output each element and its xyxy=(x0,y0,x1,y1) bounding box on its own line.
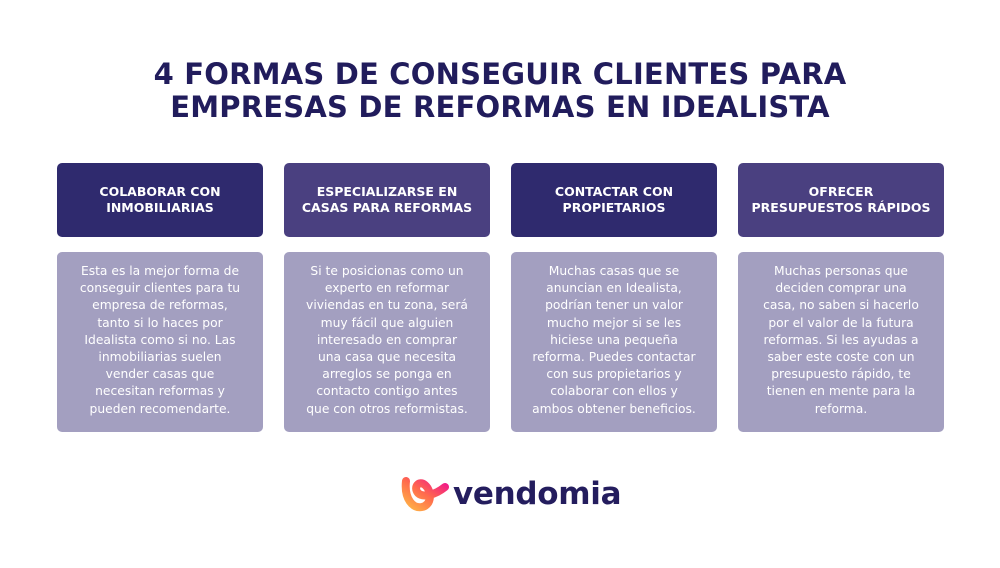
card-body: Esta es la mejor forma de conseguir clie… xyxy=(57,252,263,432)
card-body-line: Idealista como si no. Las xyxy=(84,332,236,347)
card-body-line: reforma. xyxy=(814,401,868,416)
card-body-line: con sus propietarios y xyxy=(546,367,682,382)
card-body-line: pueden recomendarte. xyxy=(89,401,231,416)
card-body-line: que con otros reformistas. xyxy=(306,401,468,416)
card-header-line: OFRECER xyxy=(808,184,874,199)
vendomia-logo: vendomia xyxy=(399,466,622,516)
card-especializarse-casas: ESPECIALIZARSE EN CASAS PARA REFORMAS Si… xyxy=(284,163,490,432)
card-body-line: experto en reformar xyxy=(324,281,450,296)
card-body: Muchas casas que se anuncian en Idealist… xyxy=(511,252,717,432)
card-body-line: podrían tener un valor xyxy=(545,298,683,313)
page-title: 4 FORMAS DE CONSEGUIR CLIENTES PARA EMPR… xyxy=(0,58,1000,124)
card-header: OFRECER PRESUPUESTOS RÁPIDOS xyxy=(738,163,944,237)
card-body-line: tanto si lo haces por xyxy=(97,315,223,330)
card-body-line: Muchas personas que xyxy=(774,264,908,278)
card-body: Si te posicionas como un experto en refo… xyxy=(284,252,490,432)
card-body-line: necesitan reformas y xyxy=(95,384,225,399)
card-header-line: ESPECIALIZARSE EN xyxy=(316,184,458,199)
card-body-line: ambos obtener beneficios. xyxy=(532,401,696,416)
card-header-line: INMOBILIARIAS xyxy=(106,200,214,215)
title-line-1: 4 FORMAS DE CONSEGUIR CLIENTES PARA xyxy=(153,57,847,91)
card-body-line: mucho mejor si se les xyxy=(546,315,682,330)
title-line-2: EMPRESAS DE REFORMAS EN IDEALISTA xyxy=(170,90,830,124)
card-body-line: viviendas en tu zona, será xyxy=(306,298,468,313)
card-body-line: reformas. Si les ayudas a xyxy=(763,332,919,347)
card-body-line: colaborar con ellos y xyxy=(550,384,678,399)
card-body-line: anuncian en Idealista, xyxy=(546,281,682,296)
card-colaborar-inmobiliarias: COLABORAR CON INMOBILIARIAS Esta es la m… xyxy=(57,163,263,432)
card-header-line: CASAS PARA REFORMAS xyxy=(301,200,473,215)
card-body-line: interesado en comprar xyxy=(316,332,458,347)
card-body-line: hiciese una pequeña xyxy=(550,332,678,347)
card-contactar-propietarios: CONTACTAR CON PROPIETARIOS Muchas casas … xyxy=(511,163,717,432)
card-header-line: CONTACTAR CON xyxy=(554,184,674,199)
card-body-line: deciden comprar una xyxy=(775,281,907,296)
card-body-line: Muchas casas que se xyxy=(548,264,680,278)
card-body-line: vender casas que xyxy=(105,367,215,382)
card-body-line: reforma. Puedes contactar xyxy=(532,350,696,365)
card-header: COLABORAR CON INMOBILIARIAS xyxy=(57,163,263,237)
vendomia-swirl-icon xyxy=(399,469,449,513)
card-body-line: conseguir clientes para tu xyxy=(79,281,241,296)
card-body-line: presupuesto rápido, te xyxy=(771,367,911,382)
card-ofrecer-presupuestos: OFRECER PRESUPUESTOS RÁPIDOS Muchas pers… xyxy=(738,163,944,432)
card-body-line: contacto contigo antes xyxy=(316,384,458,399)
card-body-line: Si te posicionas como un xyxy=(310,264,464,278)
card-body-line: saber este coste con un xyxy=(767,350,915,365)
card-body-line: muy fácil que alguien xyxy=(320,315,454,330)
card-body-line: casa, no saben si hacerlo xyxy=(763,298,919,313)
card-header-line: PRESUPUESTOS RÁPIDOS xyxy=(751,200,931,215)
card-header: ESPECIALIZARSE EN CASAS PARA REFORMAS xyxy=(284,163,490,237)
card-header-line: COLABORAR CON xyxy=(99,184,221,199)
card-body-line: arreglos se ponga en xyxy=(322,367,452,382)
card-header-line: PROPIETARIOS xyxy=(562,200,666,215)
card-body: Muchas personas que deciden comprar una … xyxy=(738,252,944,432)
card-body-line: tienen en mente para la xyxy=(766,384,916,399)
card-header: CONTACTAR CON PROPIETARIOS xyxy=(511,163,717,237)
card-body-line: empresa de reformas, xyxy=(92,298,228,313)
card-body-line: una casa que necesita xyxy=(317,350,457,365)
card-body-line: por el valor de la futura xyxy=(768,315,914,330)
card-body-line: Esta es la mejor forma de xyxy=(80,264,240,278)
card-body-line: inmobiliarias suelen xyxy=(98,350,222,365)
vendomia-wordmark: vendomia xyxy=(453,476,622,512)
